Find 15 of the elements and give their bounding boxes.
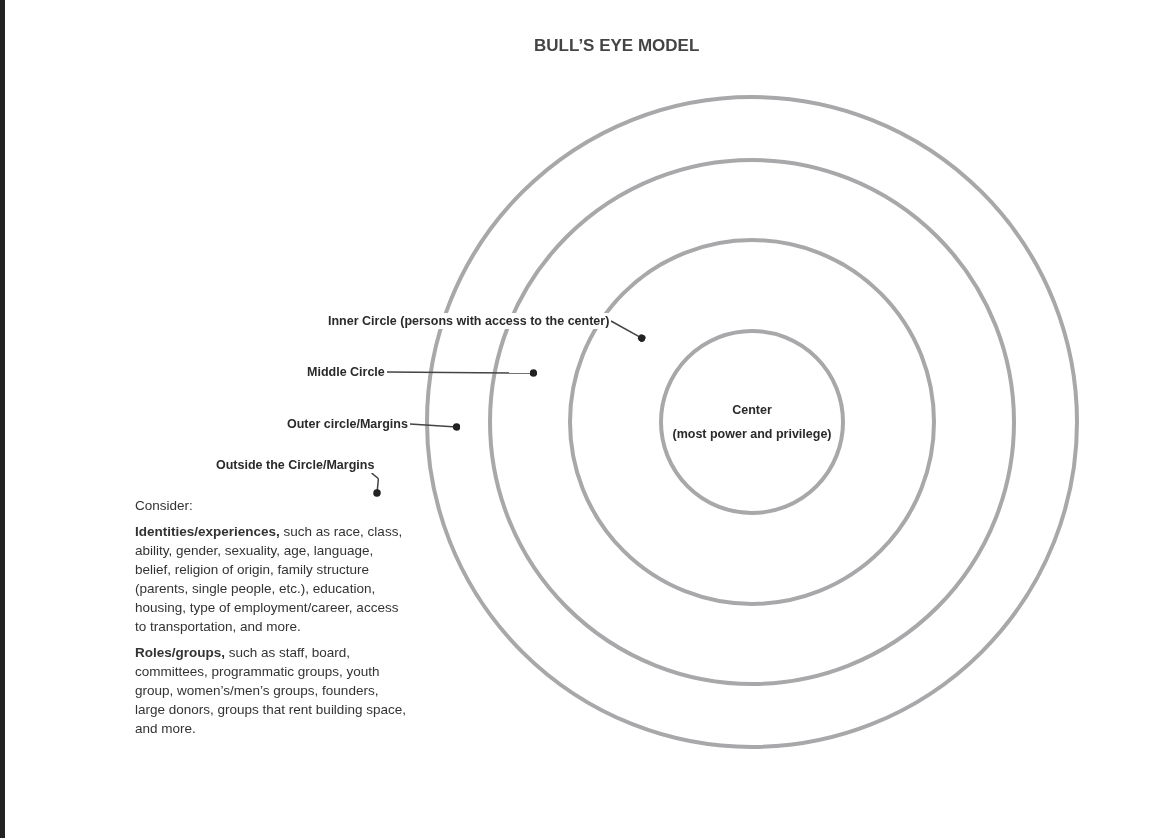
leader-line [409,423,461,431]
ring-label: Outside the Circle/Margins [214,457,377,473]
center-label: (most power and privilege) [672,427,832,441]
center-circle [659,329,845,515]
center-label: Center [732,403,772,417]
ring-label: Inner Circle (persons with access to the center) [326,313,612,329]
note-heading: Consider: [135,497,194,515]
leader-line [610,320,646,342]
ring-label: Outer circle/Margins [285,416,410,432]
leader-line [369,470,381,497]
note-paragraph: Identities/experiences, such as race, class, ability, gender, sexuality, age, language, belief, religion of origin, family structure (parents, single people, etc.), education, housing, type of employment/career, access to transportation, and more. [135,523,404,636]
leader-line [386,369,538,377]
title: BULL’S EYE MODEL [534,36,700,56]
note-paragraph: Roles/groups, such as staff, board, committees, programmatic groups, youth group, women’s/men’s groups, founders, large donors, groups that rent building space, and more. [135,644,407,738]
ring-circle [568,238,936,606]
